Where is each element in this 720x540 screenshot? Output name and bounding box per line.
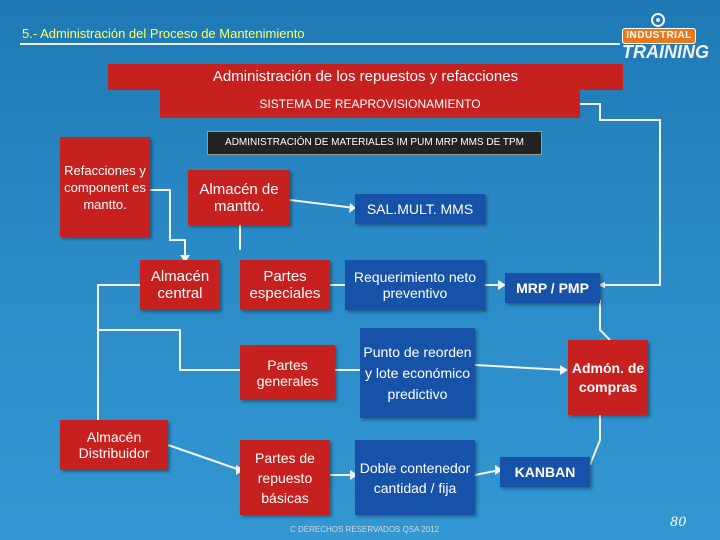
box-refacciones: Refacciones y component es mantto. bbox=[60, 137, 150, 237]
box-almacen-distribuidor: Almacén Distribuidor bbox=[60, 420, 168, 470]
box-partes-especiales: Partes especiales bbox=[240, 260, 330, 310]
box-almacen-mantto: Almacén de mantto. bbox=[188, 170, 290, 225]
box-partes-repuesto: Partes de repuesto básicas bbox=[240, 440, 330, 515]
slide-title: 5.- Administración del Proceso de Manten… bbox=[22, 26, 305, 41]
box-requerimiento: Requerimiento neto preventivo bbox=[345, 260, 485, 310]
title-divider bbox=[20, 43, 620, 45]
logo-text-bottom: TRAINING bbox=[622, 42, 709, 62]
company-logo: INDUSTRIAL TRAINING bbox=[618, 10, 709, 61]
gear-icon bbox=[651, 13, 665, 27]
page-number: 80 bbox=[670, 515, 687, 530]
box-kanban: KANBAN bbox=[500, 457, 590, 487]
box-admon-compras: Admón. de compras bbox=[568, 340, 648, 415]
box-doble-contenedor: Doble contenedor cantidad / fija bbox=[355, 440, 475, 515]
materials-label: ADMINISTRACIÓN DE MATERIALES IM PUM MRP … bbox=[207, 131, 542, 155]
box-partes-generales: Partes generales bbox=[240, 345, 335, 400]
box-punto-reorden: Punto de reorden y lote económico predic… bbox=[360, 328, 475, 418]
box-almacen-central: Almacén central bbox=[140, 260, 220, 310]
sub-banner: SISTEMA DE REAPROVISIONAMIENTO bbox=[160, 90, 580, 118]
main-banner: Administración de los repuestos y refacc… bbox=[108, 64, 623, 90]
box-sal-mult: SAL.MULT. MMS bbox=[355, 194, 485, 224]
logo-text-top: INDUSTRIAL bbox=[622, 28, 696, 44]
copyright-footer: C DERECHOS RESERVADOS QSA 2012 bbox=[290, 525, 440, 534]
box-mrp-pmp: MRP / PMP bbox=[505, 273, 600, 303]
